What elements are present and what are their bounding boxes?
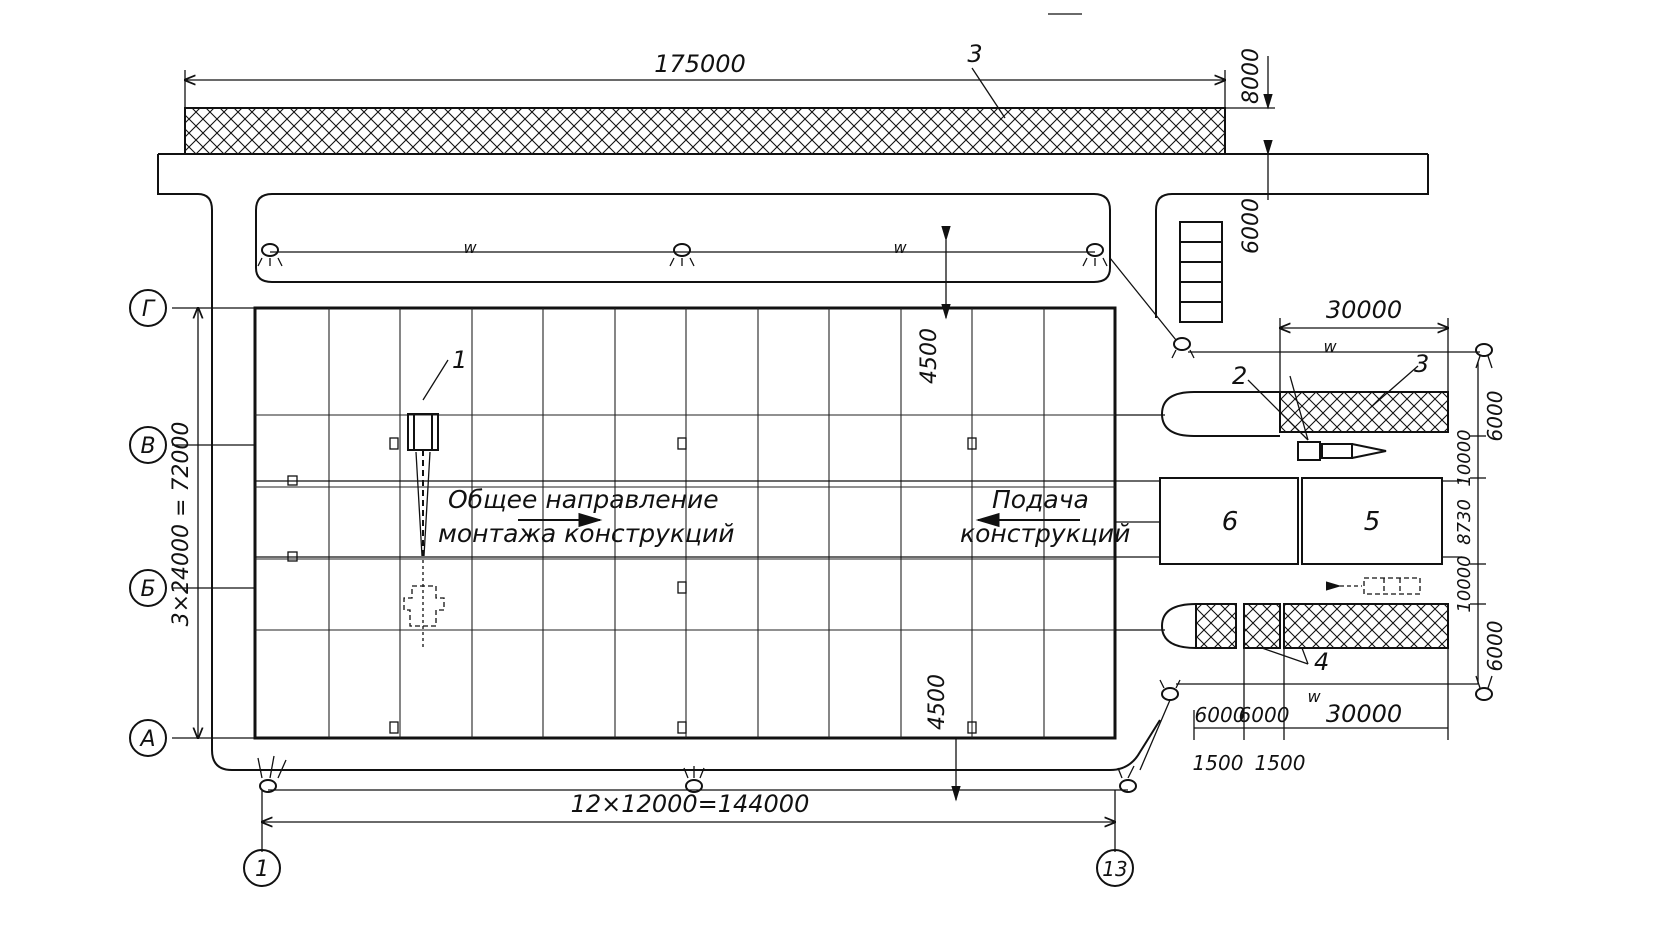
axis-row-A: А: [138, 727, 155, 752]
dim-storage-depth-label: 8000: [1239, 48, 1264, 104]
w-mark-4: w: [1307, 687, 1321, 706]
dim-right-6000-top: 6000: [1483, 391, 1507, 442]
note-direction-line2: монтажа конструкций: [438, 519, 735, 548]
callout-3-right: 3: [1369, 350, 1429, 409]
truck-dashed: [1325, 577, 1421, 595]
block-6-label: 6: [1222, 507, 1239, 537]
dim-bottom-segments: 6000 6000 30000 1500 1500: [1193, 648, 1449, 775]
dim-bottom-offset-label: 4500: [925, 674, 950, 730]
note-direction-line1: Общее направление: [448, 485, 719, 514]
callout-4-label: 4: [1314, 648, 1329, 676]
dim-road-width-label: 6000: [1239, 198, 1264, 254]
truck-2: 2: [1232, 362, 1387, 461]
storage-area-right-bottom-2: [1243, 603, 1281, 649]
dim-bay-total-label: 12×12000=144000: [571, 790, 810, 818]
note-supply-line2: конструкций: [960, 519, 1130, 548]
crane-marker: [683, 766, 705, 793]
axis-columns: 1 13: [243, 790, 1134, 887]
storage-area-top: [184, 107, 1226, 155]
crane-2: [403, 560, 445, 648]
crane-1: 1: [407, 346, 467, 560]
road-lobe-bottom: [1160, 603, 1197, 649]
callout-3-top: 3: [967, 40, 1006, 119]
callout-3-right-label: 3: [1414, 350, 1429, 378]
block-6: [1159, 477, 1299, 565]
dim-right-stack: 6000 10000 8730 10000 6000: [1454, 362, 1507, 684]
callout-1-label: 1: [452, 346, 467, 374]
road-inner-loop: [255, 193, 1111, 283]
crane-marker: [1082, 243, 1108, 267]
dim-right-8730: 8730: [1454, 499, 1475, 545]
dim-bay-total: 12×12000=144000: [262, 790, 1115, 822]
rail-lines: [255, 414, 1165, 631]
stacked-boxes: [1179, 221, 1223, 323]
crane-marker: [257, 243, 283, 267]
crane-tie-bottom: [1139, 699, 1171, 771]
storage-area-right-top: [1279, 391, 1449, 433]
w-mark-2: w: [893, 238, 907, 257]
dim-road-width: 6000: [1239, 139, 1273, 254]
crane-marker: [1117, 765, 1137, 793]
axis-row-V: В: [140, 434, 155, 459]
dim-right-6000-bottom: 6000: [1483, 621, 1507, 672]
axis-row-B: Б: [140, 577, 155, 602]
dim-side-storage-top: 30000: [1280, 296, 1448, 392]
dim-bottom-seg-2: 6000: [1239, 703, 1290, 727]
axis-rows: Г В Б А: [129, 289, 255, 757]
storage-area-right-bottom-3: [1283, 603, 1449, 649]
building-outline: [253, 306, 1117, 740]
callout-4: 4: [1261, 647, 1329, 676]
road-lobe-top: [1160, 391, 1280, 437]
note-supply: Подача конструкций: [960, 485, 1130, 548]
dim-bottom-seg-1: 6000: [1195, 703, 1246, 727]
callout-2-label: 2: [1232, 362, 1247, 390]
dim-side-storage-top-label: 30000: [1326, 296, 1402, 324]
note-supply-line1: Подача: [992, 485, 1089, 514]
dim-gap-2: 1500: [1255, 751, 1306, 775]
building-grid: [255, 308, 1115, 738]
w-mark-1: w: [463, 238, 477, 257]
dim-top-offset-label: 4500: [917, 328, 942, 384]
dim-top-offset: 4500: [917, 225, 951, 384]
dim-right-10000-a: 10000: [1454, 429, 1475, 486]
road-bottom-edge-top: [157, 154, 1161, 771]
axis-col-13: 13: [1102, 857, 1127, 881]
callout-3-top-label: 3: [967, 40, 982, 68]
crane-marker: [257, 755, 287, 793]
crane-marker: [1159, 679, 1181, 701]
block-5-label: 5: [1364, 507, 1381, 537]
block-5: [1301, 477, 1443, 565]
axis-row-G: Г: [142, 297, 156, 322]
axis-col-1: 1: [255, 857, 269, 882]
crane-track-top: w w: [270, 238, 1095, 257]
dim-top-length-label: 175000: [654, 50, 746, 78]
dim-storage-depth: 8000: [1225, 48, 1275, 110]
column-markers: [287, 437, 977, 734]
dim-right-10000-b: 10000: [1454, 555, 1475, 612]
dim-gap-1: 1500: [1193, 751, 1244, 775]
crane-tie-top: [1109, 257, 1177, 341]
crane-marker: [669, 243, 695, 267]
road-top-right: [1155, 154, 1429, 318]
w-mark-3: w: [1323, 337, 1337, 356]
dim-span-total-label: 3×24000 = 72000: [169, 422, 194, 627]
crane-marker: [1171, 337, 1195, 359]
storage-area-right-bottom-1: [1195, 603, 1237, 649]
note-direction: Общее направление монтажа конструкций: [438, 485, 735, 548]
dim-span-total: 3×24000 = 72000: [169, 308, 198, 738]
dim-bottom-seg-3: 30000: [1326, 700, 1402, 728]
dim-top-length: 175000: [185, 50, 1225, 108]
dim-bottom-offset: 4500: [925, 674, 961, 802]
